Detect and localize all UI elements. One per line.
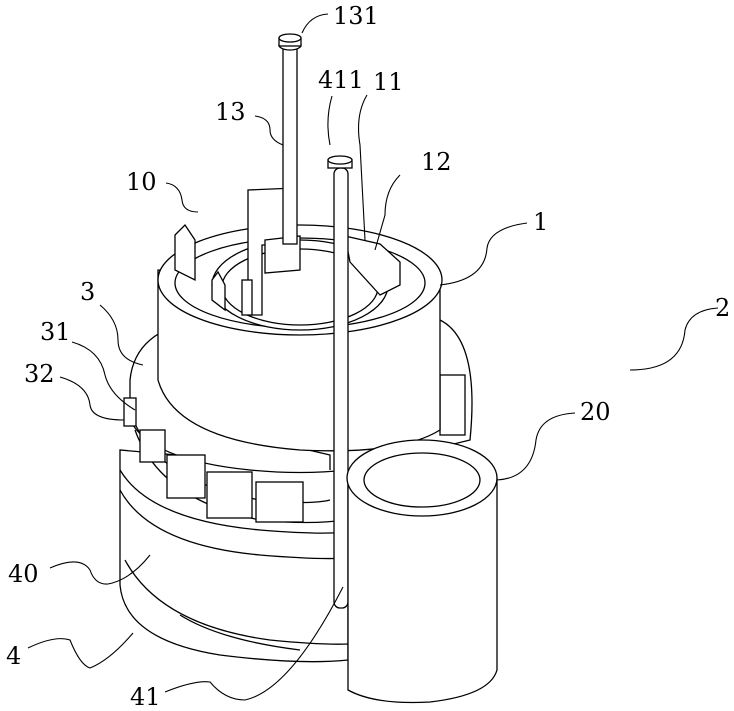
tab-32: [123, 397, 137, 427]
upper-cylinder-1: [157, 187, 443, 452]
rod-41: [327, 155, 353, 609]
label-12: 12: [421, 148, 452, 176]
square-31-a: [139, 429, 166, 463]
square-31-c: [206, 471, 253, 519]
tube-20: [346, 439, 498, 704]
label-11: 11: [373, 68, 404, 96]
label-1: 1: [533, 208, 548, 236]
label-20: 20: [580, 398, 611, 426]
label-4: 4: [6, 642, 21, 670]
label-2: 2: [715, 294, 730, 322]
label-131: 131: [333, 2, 379, 30]
label-411: 411: [318, 66, 364, 94]
leader-lines: [27, 13, 719, 701]
square-31-d: [255, 481, 304, 523]
labels: 131 13 411 11 12 10 1 2 3 31 32 20 40 4 …: [6, 2, 730, 711]
label-31: 31: [40, 318, 71, 346]
label-40: 40: [8, 560, 39, 588]
label-10: 10: [126, 168, 157, 196]
label-32: 32: [24, 360, 55, 388]
label-41: 41: [130, 683, 161, 711]
square-31-b: [166, 454, 206, 499]
label-3: 3: [80, 278, 95, 306]
label-13: 13: [215, 98, 246, 126]
rod-13: [278, 33, 302, 245]
